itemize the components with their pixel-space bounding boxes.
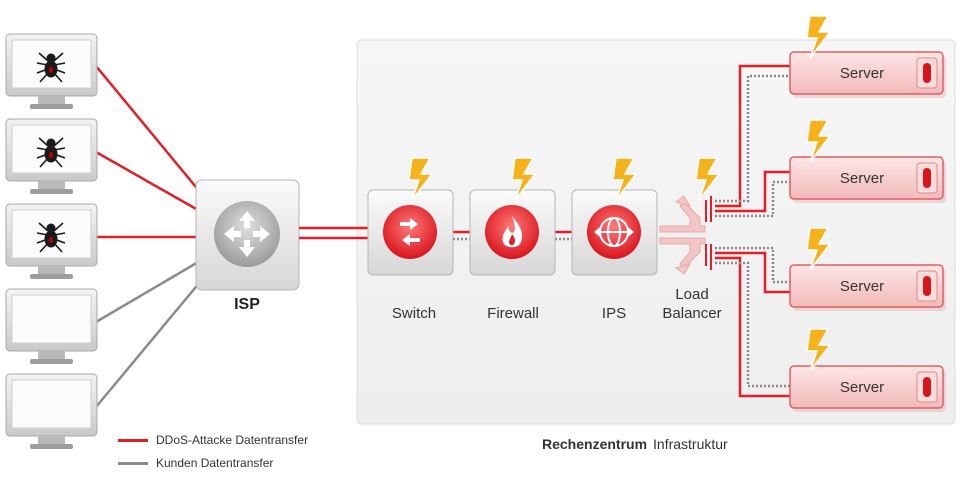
attack-bolts [408,15,832,372]
router-icon [214,201,280,267]
client-monitor [5,288,98,364]
server-led-icon [923,63,931,83]
lightning-bolt-icon [806,227,832,271]
server-led-icon [923,168,931,188]
legend-customer-swatch [118,462,148,466]
attack-link-2 [95,150,206,216]
load-balancer [659,195,712,275]
ips-label: IPS [601,305,627,322]
legend-attack-label: DDoS-Attacke Datentransfer [156,433,309,447]
router-arrows-icon [224,211,270,257]
isp-switch-link [299,226,368,240]
legend-customer: Kunden Datentransfer [118,456,273,470]
server-unit: Server [789,156,946,203]
spider-icon [36,222,66,253]
datacenter-title: Rechenzentrum Infrastruktur [542,436,728,452]
server-links [715,64,793,398]
attack-link-1 [95,65,206,199]
lightning-bolt-icon [612,157,638,201]
server-label: Server [840,170,884,187]
client-list [5,33,98,449]
legend-attack-swatch [118,439,148,443]
flame-icon [502,216,522,248]
load-balancer-label-line1: Load [675,286,709,303]
client-links [95,65,206,408]
client-monitor [5,33,98,109]
split-arrows-icon [659,195,706,275]
client-monitor [5,118,98,194]
server-label: Server [840,65,884,82]
switch-device [367,189,454,276]
firewall-label: Firewall [487,305,539,322]
lightning-bolt-icon [806,328,832,372]
client-monitor [5,203,98,279]
server-unit: Server [789,51,946,98]
ips-device [571,189,658,276]
server-unit: Server [789,264,946,311]
firewall-device [469,189,556,276]
device-links [453,230,574,241]
spider-icon [36,137,66,168]
lightning-bolt-icon [806,119,832,163]
server-led-icon [923,377,931,397]
load-balancer-label-line2: Balancer [662,305,722,322]
server-unit: Server [789,365,946,412]
server-label: Server [840,379,884,396]
server-label: Server [840,278,884,295]
datacenter-title-rest: Infrastruktur [653,436,728,452]
switch-arrows-icon [400,218,420,246]
customer-link-2 [95,275,206,408]
spider-icon [36,52,66,83]
lightning-bolt-icon [695,157,721,201]
switch-label: Switch [391,305,437,322]
lightning-bolt-icon [511,157,537,201]
lightning-bolt-icon [806,15,832,59]
lightning-bolt-icon [408,157,434,201]
server-led-icon [923,276,931,296]
legend-attack: DDoS-Attacke Datentransfer [118,433,308,447]
customer-link-1 [95,256,206,324]
legend-customer-label: Kunden Datentransfer [156,456,274,470]
client-monitor [5,373,98,449]
isp-label: ISP [234,296,260,313]
datacenter-title-bold: Rechenzentrum [542,436,648,452]
isp-router [195,179,300,291]
